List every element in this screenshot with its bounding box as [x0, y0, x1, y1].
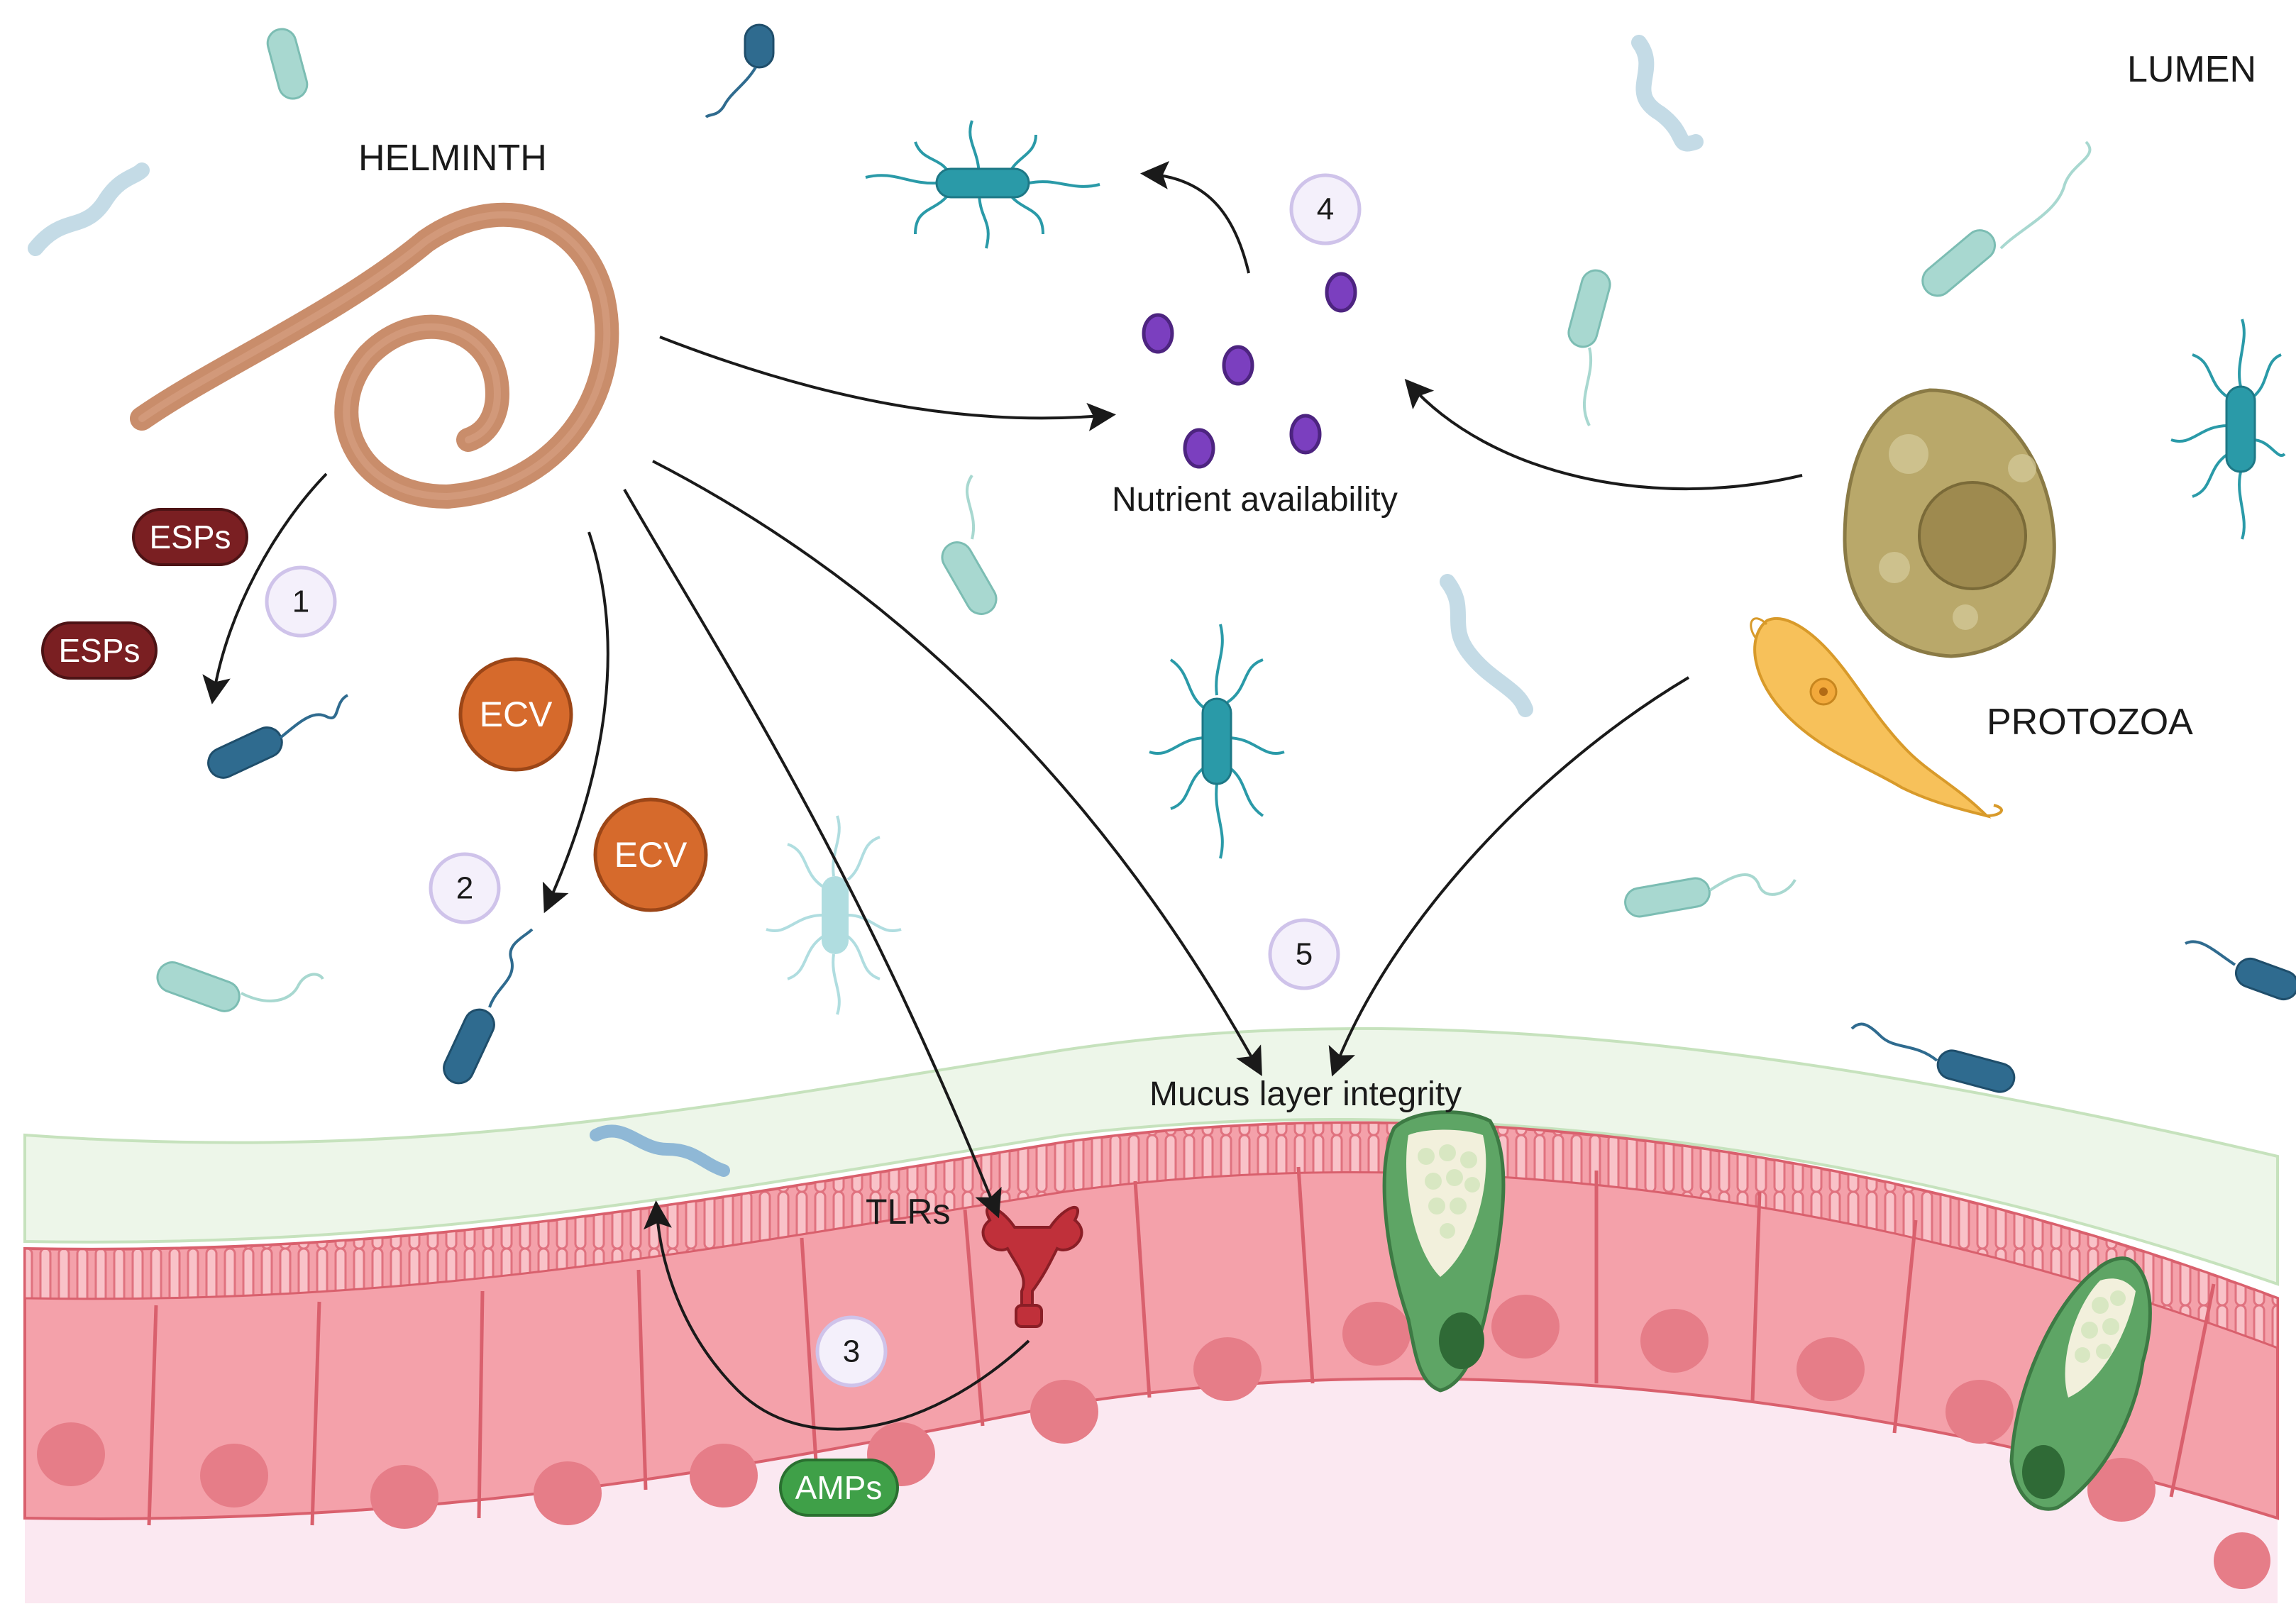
bacterium-icon: [156, 28, 1997, 1012]
flagella: [241, 140, 2092, 1002]
flagellate-icon: [1750, 616, 2003, 819]
svg-text:4: 4: [1317, 192, 1334, 227]
nutrient-particle-icon: [1142, 272, 1357, 469]
helminth-icon: [130, 202, 619, 509]
arrows: [202, 160, 1803, 1431]
svg-text:ESPs: ESPs: [58, 632, 140, 669]
tlr-receptor-icon: [981, 1206, 1083, 1328]
bacterium-icon: [865, 120, 1100, 249]
amps-badge: AMPs: [779, 1459, 899, 1517]
step-marker-1: 1: [265, 565, 337, 638]
esps-badge: ESPs: [41, 621, 158, 680]
bacterium-icon: [2170, 319, 2286, 540]
bacterium-icon: [28, 35, 1704, 717]
svg-text:ESPs: ESPs: [149, 519, 231, 555]
svg-text:5: 5: [1296, 937, 1313, 972]
bacterium-icon: [207, 23, 2296, 1093]
bacterium-icon: [1149, 624, 1285, 859]
svg-text:ECV: ECV: [480, 695, 553, 734]
tlrs-label: TLRs: [866, 1192, 950, 1232]
bacterium-icon: [590, 1124, 730, 1177]
mucus-layer: [23, 1027, 2279, 1286]
mucus-layer-integrity-label: Mucus layer integrity: [1149, 1075, 1462, 1113]
ecv-badge: ECV: [593, 797, 708, 912]
svg-text:2: 2: [456, 871, 473, 906]
bacterium-icon: [766, 815, 902, 1015]
goblet-cell-icon: [1382, 1110, 1506, 1393]
step-marker-5: 5: [1268, 918, 1340, 990]
lamina-propria: [25, 1378, 2278, 1603]
step-marker-4: 4: [1289, 173, 1362, 245]
ecv-badge: ECV: [458, 657, 573, 772]
epithelium: [23, 1121, 2279, 1589]
esps-badge: ESPs: [132, 508, 248, 566]
lumen-label: LUMEN: [2127, 49, 2256, 90]
nutrient-availability-label: Nutrient availability: [1112, 481, 1398, 519]
step-marker-2: 2: [429, 852, 501, 924]
svg-text:ECV: ECV: [614, 835, 688, 875]
helminth-label: HELMINTH: [358, 138, 547, 179]
step-marker-3: 3: [815, 1315, 888, 1388]
svg-text:3: 3: [843, 1334, 860, 1369]
protozoa-label: PROTOZOA: [1987, 702, 2193, 743]
svg-text:1: 1: [292, 585, 309, 619]
protozoa-icon: [1843, 388, 2056, 658]
goblet-cell-icon: [2009, 1256, 2152, 1511]
svg-text:AMPs: AMPs: [795, 1469, 883, 1506]
